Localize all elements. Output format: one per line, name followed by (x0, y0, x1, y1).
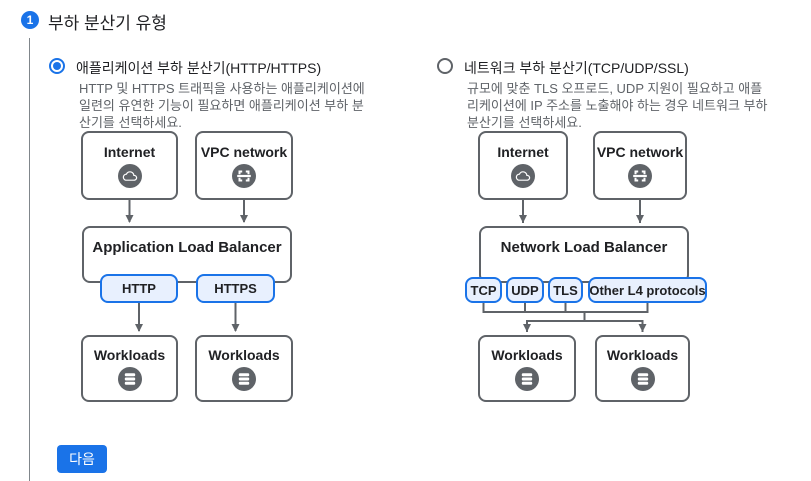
radio-network-lb[interactable] (437, 58, 453, 74)
workloads-label: Workloads (606, 346, 679, 363)
vpc-network-label: VPC network (596, 143, 684, 160)
network-load-balancer-label: Network Load Balancer (500, 239, 668, 256)
workloads-node: Workloads (595, 335, 690, 402)
cloud-icon (511, 163, 535, 188)
tcp-chip-label: TCP (470, 282, 497, 298)
http-chip-label: HTTP (122, 281, 156, 296)
vpc-icon (232, 163, 256, 188)
internet-node: Internet (81, 131, 178, 200)
workloads-label: Workloads (208, 346, 280, 363)
next-button[interactable]: 다음 (57, 445, 107, 473)
workloads-node: Workloads (478, 335, 576, 402)
udp-chip-label: UDP (511, 282, 539, 298)
internet-label: Internet (497, 143, 549, 160)
option-label-network-lb[interactable]: 네트워크 부하 분산기(TCP/UDP/SSL) (464, 60, 689, 76)
cloud-icon (117, 163, 142, 188)
protocol-chip-tls: TLS (548, 277, 583, 303)
application-load-balancer-label: Application Load Balancer (92, 239, 282, 256)
workloads-node: Workloads (81, 335, 178, 402)
vpc-network-node: VPC network (195, 131, 293, 200)
diagram-connectors (125, 200, 248, 332)
option-description-network-lb: 규모에 맞춘 TLS 오프로드, UDP 지원이 필요하고 애플리케이션에 IP… (467, 81, 768, 130)
workloads-label: Workloads (93, 346, 166, 363)
protocol-chip-udp: UDP (506, 277, 544, 303)
option-label-application-lb[interactable]: 애플리케이션 부하 분산기(HTTP/HTTPS) (76, 60, 322, 76)
option-description-application-lb: HTTP 및 HTTPS 트래픽을 사용하는 애플리케이션에 일련의 유연한 기… (79, 81, 365, 130)
protocol-chip-http: HTTP (100, 274, 178, 303)
database-icon (630, 366, 655, 391)
page-title: 부하 분산기 유형 (48, 14, 167, 33)
database-icon (515, 366, 539, 391)
vpc-icon (628, 163, 652, 188)
stepper-line (29, 38, 30, 481)
step-number-badge: 1 (21, 11, 39, 29)
internet-node: Internet (478, 131, 568, 200)
database-icon (117, 366, 142, 391)
protocol-chip-https: HTTPS (196, 274, 275, 303)
vpc-network-label: VPC network (200, 143, 288, 160)
tls-chip-label: TLS (553, 282, 578, 298)
vpc-network-node: VPC network (593, 131, 687, 200)
internet-label: Internet (103, 143, 156, 160)
network-load-balancer-node: Network Load Balancer (479, 226, 689, 283)
https-chip-label: HTTPS (214, 281, 257, 296)
protocol-chip-other-l4: Other L4 protocols (588, 277, 707, 303)
other-l4-chip-label: Other L4 protocols (589, 282, 706, 298)
workloads-label: Workloads (491, 346, 563, 363)
database-icon (232, 366, 256, 391)
application-lb-diagram: Internet VPC network Application Load Ba… (81, 131, 293, 403)
radio-application-lb[interactable] (49, 58, 65, 74)
protocol-chip-tcp: TCP (465, 277, 502, 303)
diagram-connectors (482, 199, 649, 332)
application-load-balancer-node: Application Load Balancer (82, 226, 292, 283)
network-lb-diagram: Internet VPC network Network Load Balanc… (463, 131, 707, 403)
workloads-node: Workloads (195, 335, 293, 402)
